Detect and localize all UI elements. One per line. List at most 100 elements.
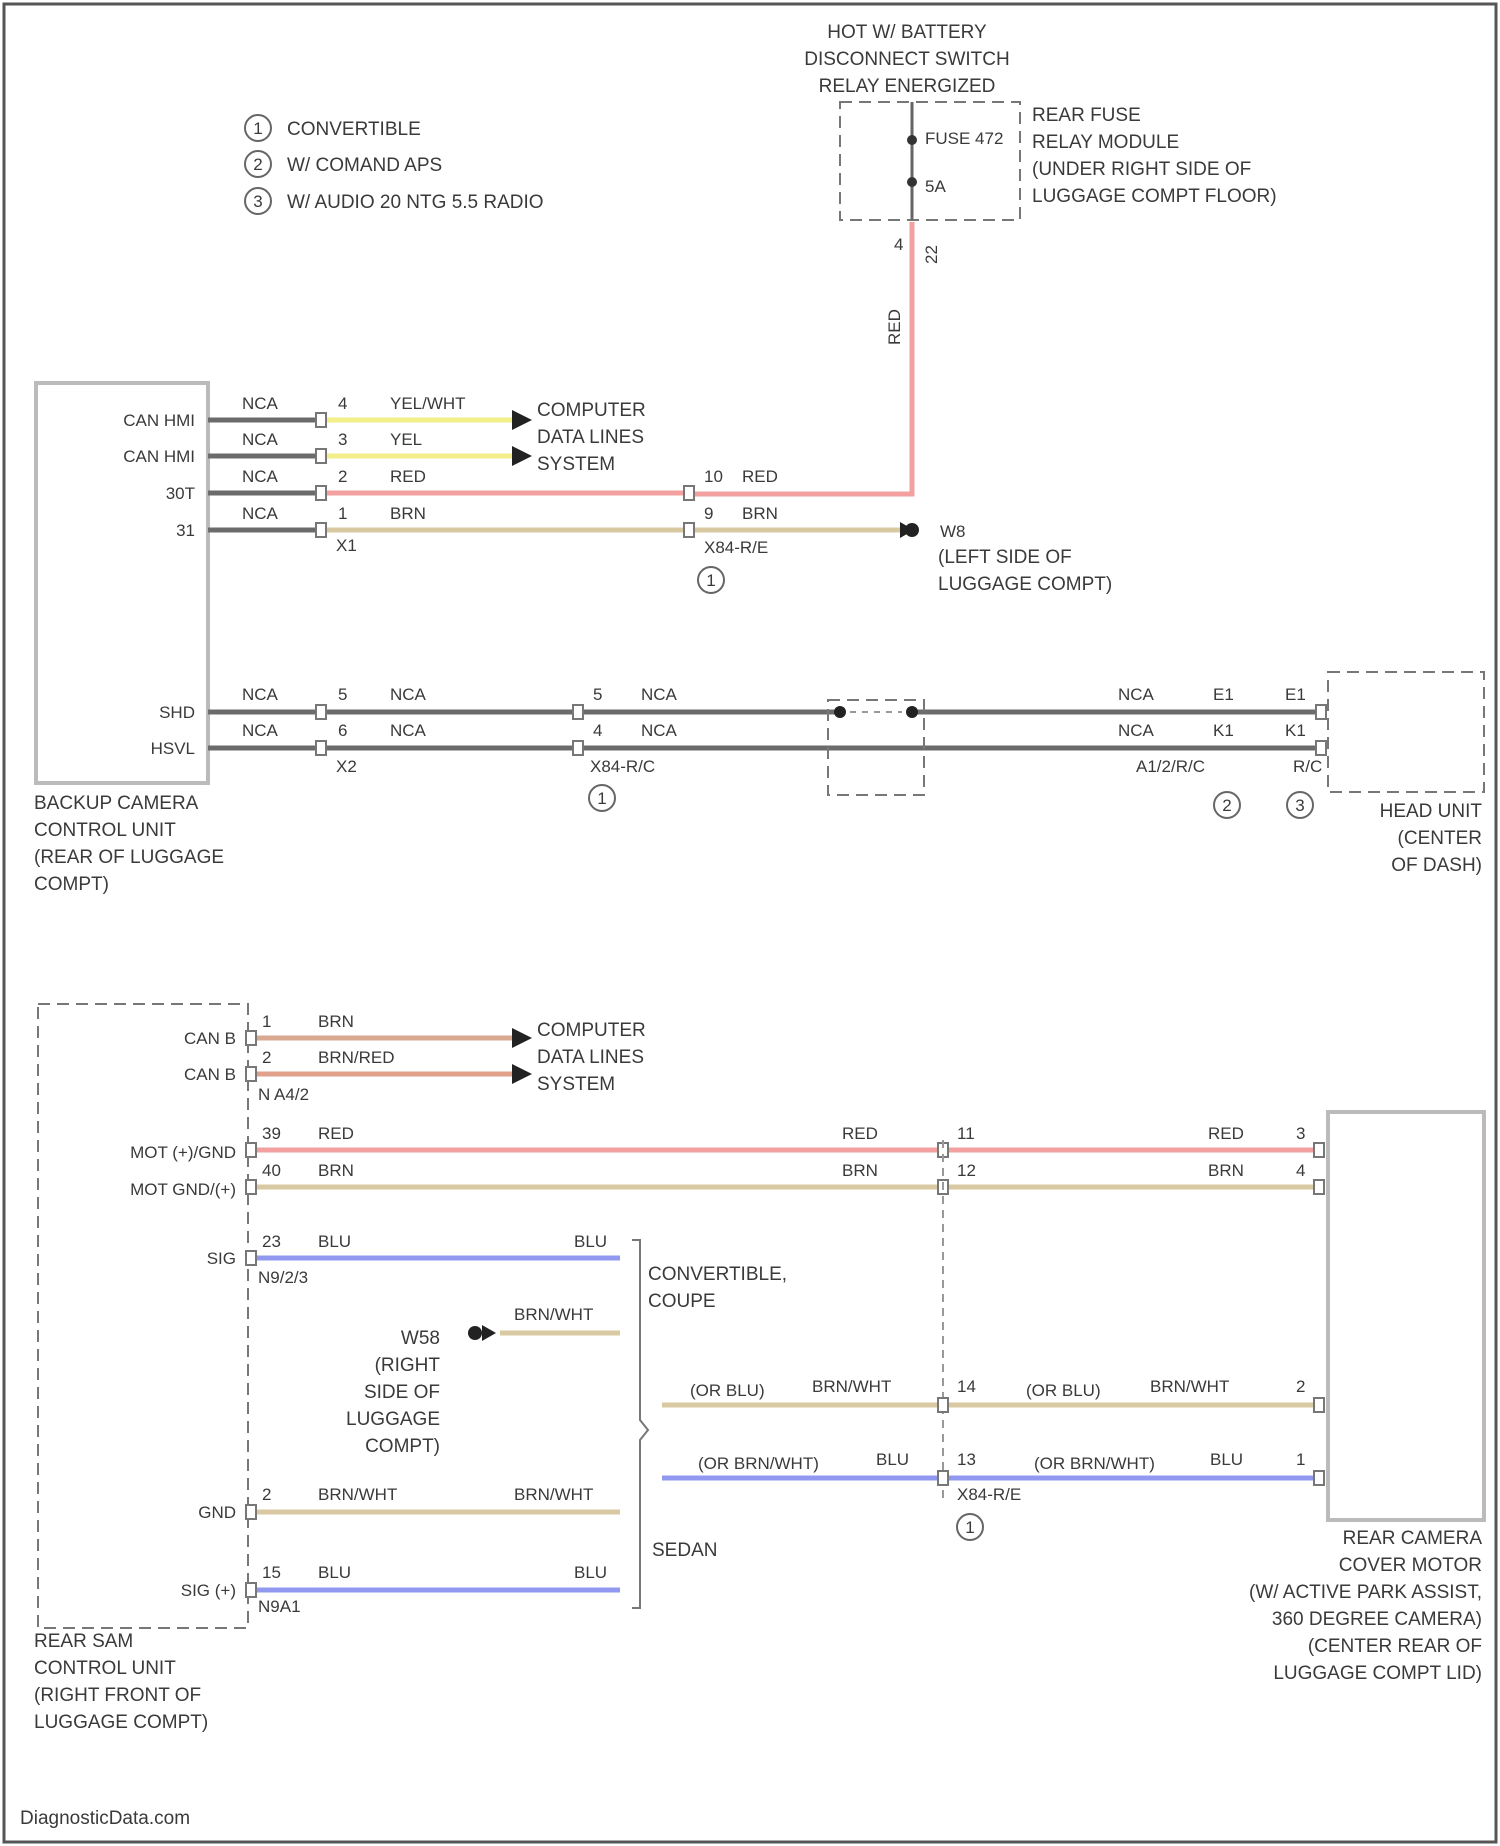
cover-connector: X84-R/E	[957, 1485, 1021, 1504]
motor-end-4	[1314, 1180, 1324, 1194]
splice-pin-9-label: 9	[704, 504, 713, 523]
sam-pin-mot-gnd: MOT (+)/GND	[130, 1143, 236, 1162]
video-nca-1: NCA	[242, 685, 279, 704]
cdl-lower-3: SYSTEM	[537, 1074, 615, 1095]
cover-upper-alt2: (OR BLU)	[1026, 1381, 1101, 1400]
head-unit: HEAD UNIT (CENTER OF DASH)	[1328, 672, 1484, 876]
video-right-symbol-b-text: 3	[1295, 796, 1304, 815]
cover-lower-alt2: (OR BRN/WHT)	[1034, 1454, 1155, 1473]
red-feed-wire	[690, 222, 912, 494]
motor-pin-40	[246, 1180, 256, 1194]
variant-brace	[632, 1240, 648, 1608]
splice-connector-label: X84-R/E	[704, 538, 768, 557]
sig-plus-pin-label: 15	[262, 1563, 281, 1582]
nca-label-1: NCA	[242, 394, 279, 413]
backup-camera-name-4: COMPT)	[34, 874, 109, 895]
cover-symbol-text: 1	[965, 1518, 974, 1537]
motor-end-3	[1314, 1143, 1324, 1157]
sig-plus-pin-15	[246, 1583, 256, 1597]
w58-line-2: (RIGHT	[375, 1355, 441, 1376]
arrow-can-2	[512, 446, 532, 466]
sam-pin-gnd: GND	[198, 1503, 236, 1522]
legend-symbol-3-text: 3	[253, 192, 262, 211]
connector-x2: X2	[336, 757, 357, 776]
sig-plus-color-1: BLU	[318, 1563, 351, 1582]
motor-pin-label-39: 39	[262, 1124, 281, 1143]
cover-lower-alt: (OR BRN/WHT)	[698, 1454, 819, 1473]
fuse-module-box	[840, 102, 1020, 220]
video-pin-6	[316, 741, 326, 755]
nca-label-2: NCA	[242, 430, 279, 449]
legend: 1 CONVERTIBLE 2 W/ COMAND APS 3 W/ AUDIO…	[245, 115, 544, 214]
pin-1-connector	[316, 523, 326, 537]
fuse-node-2	[907, 177, 917, 187]
video-right-pin-k1b: K1	[1285, 721, 1306, 740]
ground-w8-id: W8	[940, 522, 966, 541]
gnd-color-2: BRN/WHT	[514, 1485, 593, 1504]
variant-coupe: COUPE	[648, 1291, 716, 1312]
nca-label-3: NCA	[242, 467, 279, 486]
fuse-pin-right: 22	[922, 245, 941, 264]
video-right-pin-e1b: E1	[1285, 685, 1306, 704]
pin-hsvl: HSVL	[151, 739, 195, 758]
diagram-border	[4, 4, 1496, 1842]
pin-3-connector	[316, 449, 326, 463]
pin-4-connector	[316, 413, 326, 427]
variant-sedan: SEDAN	[652, 1540, 717, 1561]
legend-item-convertible: CONVERTIBLE	[287, 119, 421, 140]
pin-can-hmi-2: CAN HMI	[123, 447, 195, 466]
splice-symbol-text: 1	[706, 571, 715, 590]
cdl-upper-3: SYSTEM	[537, 454, 615, 475]
cover-upper-color: BRN/WHT	[812, 1377, 891, 1396]
motor-end-pin-3: 3	[1296, 1124, 1305, 1143]
sam-pin-sig-plus: SIG (+)	[181, 1581, 236, 1600]
head-unit-box	[1328, 672, 1484, 792]
w58-line-1: W58	[401, 1328, 440, 1349]
gnd-pin-2	[246, 1505, 256, 1519]
video-right-nca-2: NCA	[1118, 721, 1155, 740]
video-mid-pin-label-5: 5	[593, 685, 602, 704]
pin-2-connector	[316, 486, 326, 500]
pin-label-2: 2	[338, 467, 347, 486]
pin-label-4: 4	[338, 394, 347, 413]
video-nca-1b: NCA	[390, 685, 427, 704]
pin-30t: 30T	[166, 484, 195, 503]
legend-symbol-2-text: 2	[253, 155, 262, 174]
motor-name-5: (CENTER REAR OF	[1308, 1636, 1482, 1657]
cover-upper-color2: BRN/WHT	[1150, 1377, 1229, 1396]
motor-color-red-1: RED	[318, 1124, 354, 1143]
rear-sam-unit: CAN B CAN B MOT (+)/GND MOT GND/(+) SIG …	[34, 1004, 248, 1733]
module-line-1: REAR FUSE	[1032, 105, 1141, 126]
splice-pin-9	[684, 523, 694, 537]
sam-connector-x4: N A4/2	[258, 1085, 309, 1104]
sam-name-2: CONTROL UNIT	[34, 1658, 176, 1679]
pin-shd: SHD	[159, 703, 195, 722]
sam-pin-sig: SIG	[207, 1249, 236, 1268]
video-pin-label-5: 5	[338, 685, 347, 704]
module-line-3: (UNDER RIGHT SIDE OF	[1032, 159, 1251, 180]
motor-name-1: REAR CAMERA	[1343, 1528, 1483, 1549]
video-pin-5	[316, 705, 326, 719]
head-unit-name-1: HEAD UNIT	[1380, 801, 1483, 822]
pin-can-hmi-1: CAN HMI	[123, 411, 195, 430]
w58-line-5: COMPT)	[365, 1436, 440, 1457]
backup-camera-name-2: CONTROL UNIT	[34, 820, 176, 841]
fuse-label: FUSE 472	[925, 129, 1003, 148]
splice-pin-10	[684, 486, 694, 500]
cover-lower-color2: BLU	[1210, 1450, 1243, 1469]
head-unit-name-3: OF DASH)	[1391, 855, 1482, 876]
sig-color-1: BLU	[318, 1232, 351, 1251]
arrow-can-1	[512, 410, 532, 430]
cover-upper-alt: (OR BLU)	[690, 1381, 765, 1400]
video-mid-symbol-text: 1	[597, 789, 606, 808]
backup-camera-unit: CAN HMI CAN HMI 30T 31 SHD HSVL BACKUP C…	[34, 383, 224, 895]
lower-can-pin-label-1: 1	[262, 1012, 271, 1031]
lower-can-color-1: BRN	[318, 1012, 354, 1031]
sedan-wires: 2 BRN/WHT BRN/WHT 15 BLU BLU N9A1	[246, 1485, 620, 1616]
motor-name-2: COVER MOTOR	[1339, 1555, 1482, 1576]
video-right-conn-a: A1/2/R/C	[1136, 757, 1205, 776]
battery-title-3: RELAY ENERGIZED	[819, 76, 996, 97]
motor-end-pin-4: 4	[1296, 1161, 1305, 1180]
video-mid-connector: X84-R/C	[590, 757, 655, 776]
